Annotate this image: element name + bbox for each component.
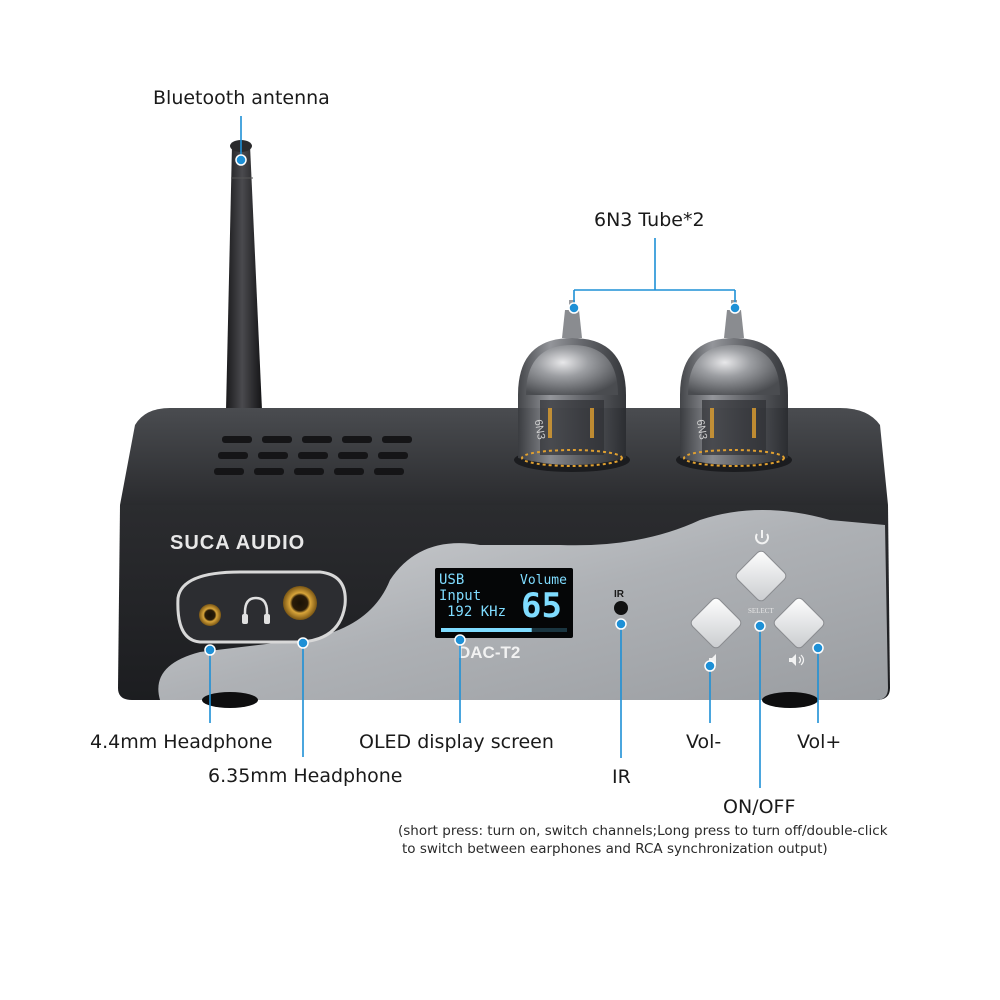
on-off-note-line2: to switch between earphones and RCA sync… bbox=[402, 841, 828, 857]
speaker-high-icon bbox=[789, 654, 805, 666]
brand-logo: SUCA AUDIO bbox=[170, 532, 305, 554]
bluetooth-antenna bbox=[226, 140, 262, 410]
callout-dots bbox=[204, 154, 824, 672]
on-off-note-line1: (short press: turn on, switch channels;L… bbox=[398, 823, 888, 839]
vent-grille bbox=[214, 436, 412, 475]
model-label: DAC-T2 bbox=[458, 643, 520, 662]
oled-volume-value: 65 bbox=[521, 586, 562, 626]
headphone-jack-plate bbox=[176, 570, 347, 644]
ir-mark: IR bbox=[614, 589, 625, 600]
oled-sample-rate: 192 KHz bbox=[447, 604, 506, 620]
power-icon bbox=[755, 530, 769, 545]
label-oled-screen: OLED display screen bbox=[359, 731, 554, 753]
vacuum-tube-left: 6N3 bbox=[514, 300, 630, 472]
jack-4-4mm[interactable] bbox=[199, 604, 221, 626]
oled-volume-bar bbox=[441, 628, 532, 632]
headphone-icon bbox=[242, 596, 270, 624]
callout-lines bbox=[209, 116, 819, 788]
oled-source-line2: Input bbox=[439, 588, 481, 604]
vol-plus-button[interactable] bbox=[772, 596, 826, 650]
label-vol-plus: Vol+ bbox=[797, 731, 842, 753]
oled-source-line1: USB bbox=[439, 572, 464, 588]
select-mark: SELECT bbox=[748, 607, 774, 615]
tube-marking-left: 6N3 bbox=[532, 419, 547, 441]
label-on-off: ON/OFF bbox=[723, 796, 796, 818]
foot-left bbox=[202, 692, 258, 708]
label-vol-minus: Vol- bbox=[686, 731, 722, 753]
foot-right bbox=[762, 692, 818, 708]
select-button[interactable] bbox=[734, 549, 788, 603]
label-headphone-44: 4.4mm Headphone bbox=[90, 731, 273, 753]
vacuum-tube-right: 6N3 bbox=[676, 300, 792, 472]
tube-marking-right: 6N3 bbox=[694, 419, 709, 441]
oled-volume-label: Volume bbox=[520, 573, 567, 588]
vol-minus-button[interactable] bbox=[689, 596, 743, 650]
ir-sensor bbox=[614, 601, 628, 615]
jack-6-35mm[interactable] bbox=[283, 586, 317, 620]
oled-display: USB Input 192 KHz Volume 65 bbox=[435, 568, 573, 638]
label-headphone-635: 6.35mm Headphone bbox=[208, 765, 403, 787]
label-bluetooth-antenna: Bluetooth antenna bbox=[153, 87, 330, 109]
label-ir: IR bbox=[612, 766, 631, 788]
label-tubes: 6N3 Tube*2 bbox=[594, 209, 705, 231]
